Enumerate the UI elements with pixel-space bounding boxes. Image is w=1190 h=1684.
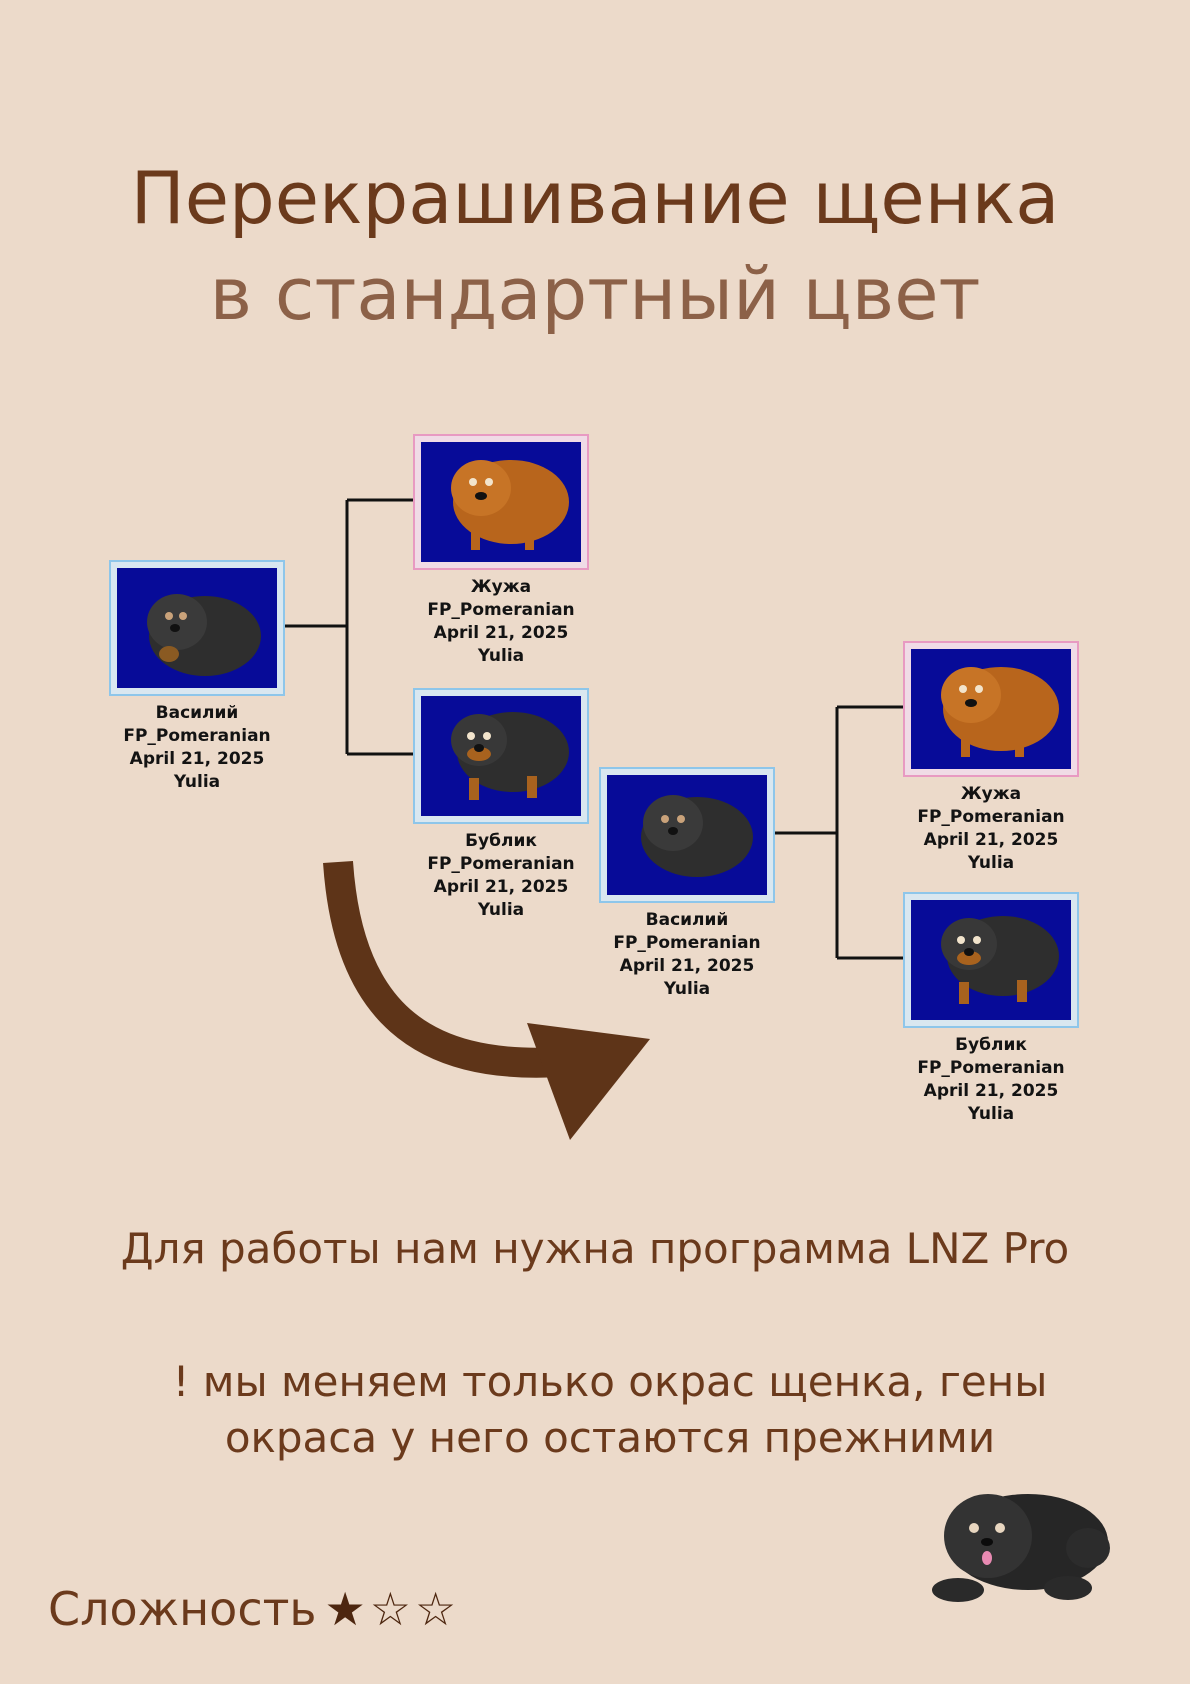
left-mother-owner: Yulia bbox=[477, 646, 525, 666]
left-child-owner: Yulia bbox=[173, 772, 221, 792]
left-father-breed: FP_Pomeranian bbox=[427, 854, 575, 874]
left-mother-card[interactable]: Жужа FP_Pomeranian April 21, 2025 Yulia bbox=[413, 434, 589, 668]
right-mother-owner: Yulia bbox=[967, 853, 1015, 873]
right-father-photo-frame bbox=[903, 892, 1079, 1028]
orange-pomeranian-icon bbox=[451, 460, 569, 550]
black-pomeranian-icon bbox=[641, 795, 753, 877]
right-mother-breed: FP_Pomeranian bbox=[917, 807, 1065, 827]
page-subtitle: в стандартный цвет bbox=[209, 252, 981, 336]
right-child-date: April 21, 2025 bbox=[619, 956, 755, 976]
transition-arrow bbox=[323, 860, 561, 1078]
right-mother-date: April 21, 2025 bbox=[923, 830, 1059, 850]
lying-pomeranian-mascot-icon bbox=[932, 1494, 1110, 1602]
right-father-breed: FP_Pomeranian bbox=[917, 1058, 1065, 1078]
left-child-date: April 21, 2025 bbox=[129, 749, 265, 769]
left-child-card[interactable]: Василий FP_Pomeranian April 21, 2025 Yul… bbox=[109, 560, 285, 794]
right-father-owner: Yulia bbox=[967, 1104, 1015, 1124]
right-father-date: April 21, 2025 bbox=[923, 1081, 1059, 1101]
black-pomeranian-icon bbox=[147, 594, 261, 676]
difficulty-label: Сложность bbox=[48, 1582, 317, 1636]
left-child-breed: FP_Pomeranian bbox=[123, 726, 271, 746]
right-mother-card[interactable]: Жужа FP_Pomeranian April 21, 2025 Yulia bbox=[903, 641, 1079, 875]
right-child-name: Василий bbox=[645, 910, 729, 930]
difficulty-rating: Сложность★☆☆ bbox=[48, 1582, 460, 1636]
program-requirement-text: Для работы нам нужна программа LNZ Pro bbox=[120, 1224, 1070, 1273]
left-mother-date: April 21, 2025 bbox=[433, 623, 569, 643]
right-mother-photo-frame bbox=[903, 641, 1079, 777]
left-father-name: Бублик bbox=[465, 831, 537, 851]
left-father-owner: Yulia bbox=[477, 900, 525, 920]
right-father-name: Бублик bbox=[955, 1035, 1027, 1055]
orange-pomeranian-icon bbox=[941, 667, 1059, 757]
right-child-owner: Yulia bbox=[663, 979, 711, 999]
right-child-breed: FP_Pomeranian bbox=[613, 933, 761, 953]
right-father-card[interactable]: Бублик FP_Pomeranian April 21, 2025 Yuli… bbox=[903, 892, 1079, 1126]
left-father-date: April 21, 2025 bbox=[433, 877, 569, 897]
left-father-card[interactable]: Бублик FP_Pomeranian April 21, 2025 Yuli… bbox=[413, 688, 589, 922]
left-father-photo-frame bbox=[413, 688, 589, 824]
transition-arrow-head bbox=[527, 1023, 650, 1140]
left-child-photo-frame bbox=[109, 560, 285, 696]
left-mother-photo-frame bbox=[413, 434, 589, 570]
right-mother-name: Жужа bbox=[960, 784, 1022, 804]
black-and-tan-pomeranian-icon bbox=[941, 916, 1059, 1004]
left-child-name: Василий bbox=[155, 703, 239, 723]
black-and-tan-pomeranian-icon bbox=[451, 712, 569, 800]
right-child-card[interactable]: Василий FP_Pomeranian April 21, 2025 Yul… bbox=[599, 767, 775, 1001]
left-mother-name: Жужа bbox=[470, 577, 532, 597]
left-mother-breed: FP_Pomeranian bbox=[427, 600, 575, 620]
difficulty-stars: ★☆☆ bbox=[324, 1582, 461, 1636]
coat-genes-note: ! мы меняем только окрас щенка, гены окр… bbox=[172, 1357, 1048, 1462]
page-title: Перекрашивание щенка bbox=[130, 156, 1060, 240]
right-child-photo-frame bbox=[599, 767, 775, 903]
